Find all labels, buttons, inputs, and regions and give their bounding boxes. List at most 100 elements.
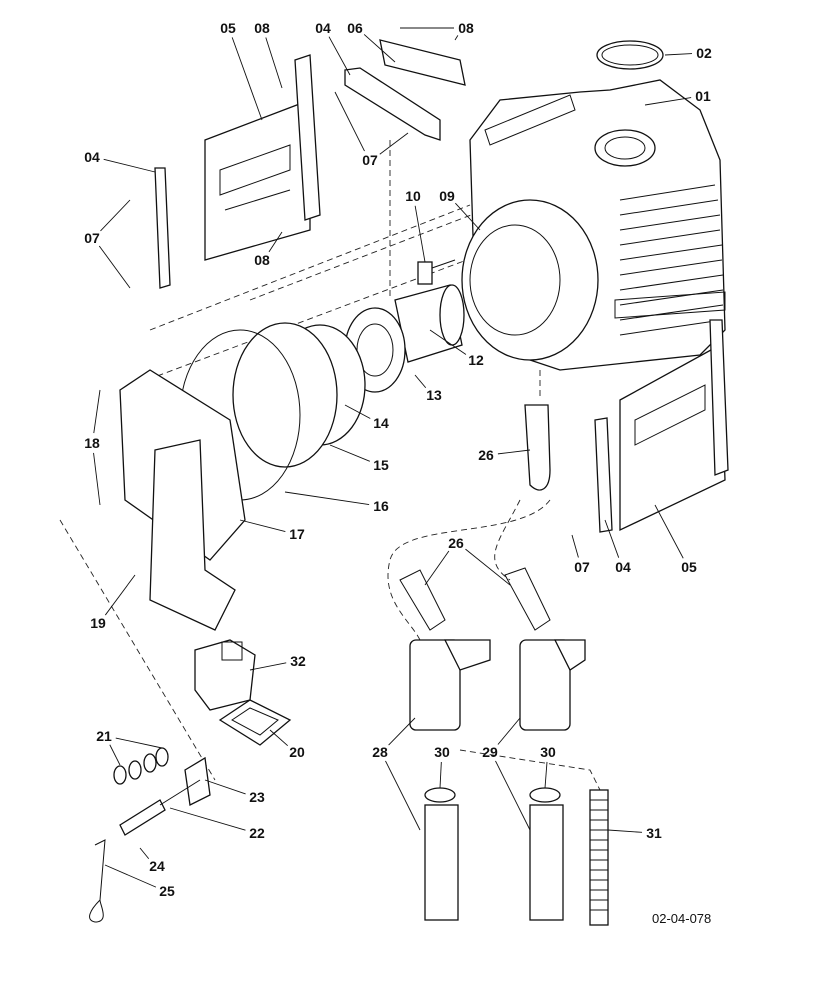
leader-line-31 bbox=[607, 829, 643, 833]
leader-line-07 bbox=[334, 91, 365, 152]
part-label-01: 01 bbox=[695, 88, 711, 104]
part-label-19: 19 bbox=[90, 615, 106, 631]
leader-line-08 bbox=[454, 35, 459, 41]
leader-line-04 bbox=[328, 36, 351, 76]
part-label-02: 02 bbox=[696, 45, 712, 61]
rings-21 bbox=[113, 747, 169, 785]
leader-line-28 bbox=[388, 717, 416, 746]
part-label-07: 07 bbox=[84, 230, 100, 246]
leader-line-15 bbox=[329, 444, 370, 462]
box-32 bbox=[194, 639, 256, 711]
part-label-08: 08 bbox=[458, 20, 474, 36]
leader-line-07 bbox=[98, 245, 131, 289]
leader-line-24 bbox=[139, 847, 150, 860]
part-label-06: 06 bbox=[347, 20, 363, 36]
leader-line-21 bbox=[115, 737, 163, 749]
part-label-15: 15 bbox=[373, 457, 389, 473]
part-label-12: 12 bbox=[468, 352, 484, 368]
siphon-26-28-29-30 bbox=[399, 404, 586, 921]
part-label-09: 09 bbox=[439, 188, 455, 204]
brackets-top bbox=[154, 39, 466, 289]
leader-line-32 bbox=[249, 662, 287, 671]
part-label-21: 21 bbox=[96, 728, 112, 744]
leader-line-12 bbox=[429, 329, 467, 355]
leader-line-30 bbox=[544, 761, 548, 789]
part-label-07: 07 bbox=[362, 152, 378, 168]
leader-line-08 bbox=[265, 37, 283, 89]
leader-line-22 bbox=[169, 807, 246, 831]
burner-tube-12 bbox=[394, 284, 465, 363]
leader-line-16 bbox=[284, 491, 370, 506]
leader-line-18 bbox=[93, 452, 101, 506]
part-label-23: 23 bbox=[249, 789, 265, 805]
leader-line-26 bbox=[424, 550, 450, 586]
cable-25 bbox=[89, 839, 106, 923]
leader-line-29 bbox=[495, 760, 531, 831]
leader-line-19 bbox=[104, 574, 136, 616]
seal-ring-02 bbox=[596, 40, 664, 70]
part-label-22: 22 bbox=[249, 825, 265, 841]
part-label-08: 08 bbox=[254, 20, 270, 36]
leader-line-18 bbox=[93, 389, 101, 434]
drawing-reference-code: 02-04-078 bbox=[652, 911, 711, 926]
leader-line-07 bbox=[100, 199, 131, 232]
part-label-18: 18 bbox=[84, 435, 100, 451]
part-label-07: 07 bbox=[574, 559, 590, 575]
leader-line-28 bbox=[385, 760, 421, 831]
leader-line-06 bbox=[363, 34, 396, 63]
leader-line-29 bbox=[497, 717, 521, 745]
leader-line-10 bbox=[414, 205, 426, 263]
leader-line-08 bbox=[268, 231, 283, 253]
leader-line-07 bbox=[571, 534, 579, 558]
leader-line-26 bbox=[465, 548, 511, 586]
leader-line-26 bbox=[497, 449, 531, 455]
part-label-30: 30 bbox=[540, 744, 556, 760]
leader-line-23 bbox=[204, 779, 246, 795]
part-label-24: 24 bbox=[149, 858, 165, 874]
part-label-20: 20 bbox=[289, 744, 305, 760]
part-label-25: 25 bbox=[159, 883, 175, 899]
part-label-04: 04 bbox=[615, 559, 631, 575]
leader-line-17 bbox=[239, 519, 286, 533]
electrode-22-23 bbox=[119, 756, 211, 836]
part-label-31: 31 bbox=[646, 825, 662, 841]
leader-line-09 bbox=[455, 202, 481, 231]
part-labels: 05 08 04 06 08 02 01 04 07 10 09 07 08 12 13 14 18 26 15 16… bbox=[84, 20, 712, 899]
dashed-assembly-lines bbox=[59, 140, 641, 791]
part-label-17: 17 bbox=[289, 526, 305, 542]
part-label-08: 08 bbox=[254, 252, 270, 268]
leader-line-14 bbox=[344, 404, 371, 419]
brackets-right bbox=[594, 319, 729, 533]
part-label-10: 10 bbox=[405, 188, 421, 204]
leader-line-05 bbox=[654, 504, 684, 559]
leader-line-04 bbox=[103, 158, 156, 173]
burner-hood-17 bbox=[119, 369, 246, 631]
part-label-04: 04 bbox=[84, 149, 100, 165]
leader-line-05 bbox=[231, 37, 263, 121]
burner-door-09 bbox=[461, 199, 599, 361]
part-label-26: 26 bbox=[448, 535, 464, 551]
corrugated-hose-31 bbox=[589, 789, 609, 926]
leader-line-07 bbox=[379, 132, 409, 155]
leader-line-21 bbox=[109, 744, 121, 766]
part-label-04: 04 bbox=[315, 20, 331, 36]
leader-line-13 bbox=[414, 374, 427, 389]
leader-line-20 bbox=[269, 729, 288, 747]
part-label-05: 05 bbox=[220, 20, 236, 36]
part-label-30: 30 bbox=[434, 744, 450, 760]
part-label-13: 13 bbox=[426, 387, 442, 403]
leader-line-04 bbox=[604, 519, 620, 558]
part-label-29: 29 bbox=[482, 744, 498, 760]
leader-line-02 bbox=[664, 53, 693, 56]
sensor-10 bbox=[417, 259, 456, 285]
leader-line-25 bbox=[104, 864, 157, 888]
part-label-28: 28 bbox=[372, 744, 388, 760]
part-label-16: 16 bbox=[373, 498, 389, 514]
part-label-14: 14 bbox=[373, 415, 389, 431]
leader-line-30 bbox=[439, 761, 442, 789]
frame-gasket-20 bbox=[218, 699, 292, 746]
insulation-15-16 bbox=[179, 322, 366, 501]
leader-line-01 bbox=[644, 97, 692, 106]
part-label-26: 26 bbox=[478, 447, 494, 463]
